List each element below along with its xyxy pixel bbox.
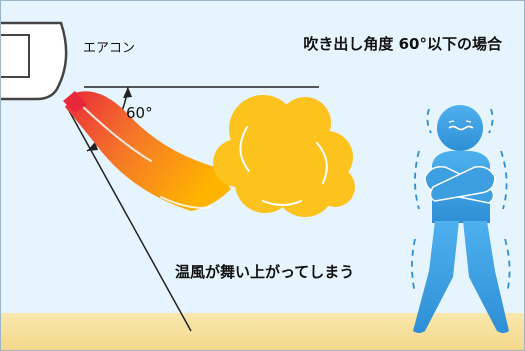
warm-air-caption: 温風が舞い上がってしまう xyxy=(175,263,355,281)
warm-air-cloud-icon xyxy=(213,95,355,217)
warm-air-stream xyxy=(63,91,231,211)
cold-person-icon xyxy=(411,105,511,333)
floor xyxy=(1,313,524,350)
aircon-label: エアコン xyxy=(83,41,136,56)
downward-reference-line xyxy=(66,106,192,332)
aircon-unit-icon xyxy=(1,21,68,101)
angle-label: 60° xyxy=(126,104,153,122)
diagram-title: 吹き出し角度 60°以下の場合 xyxy=(303,35,502,53)
